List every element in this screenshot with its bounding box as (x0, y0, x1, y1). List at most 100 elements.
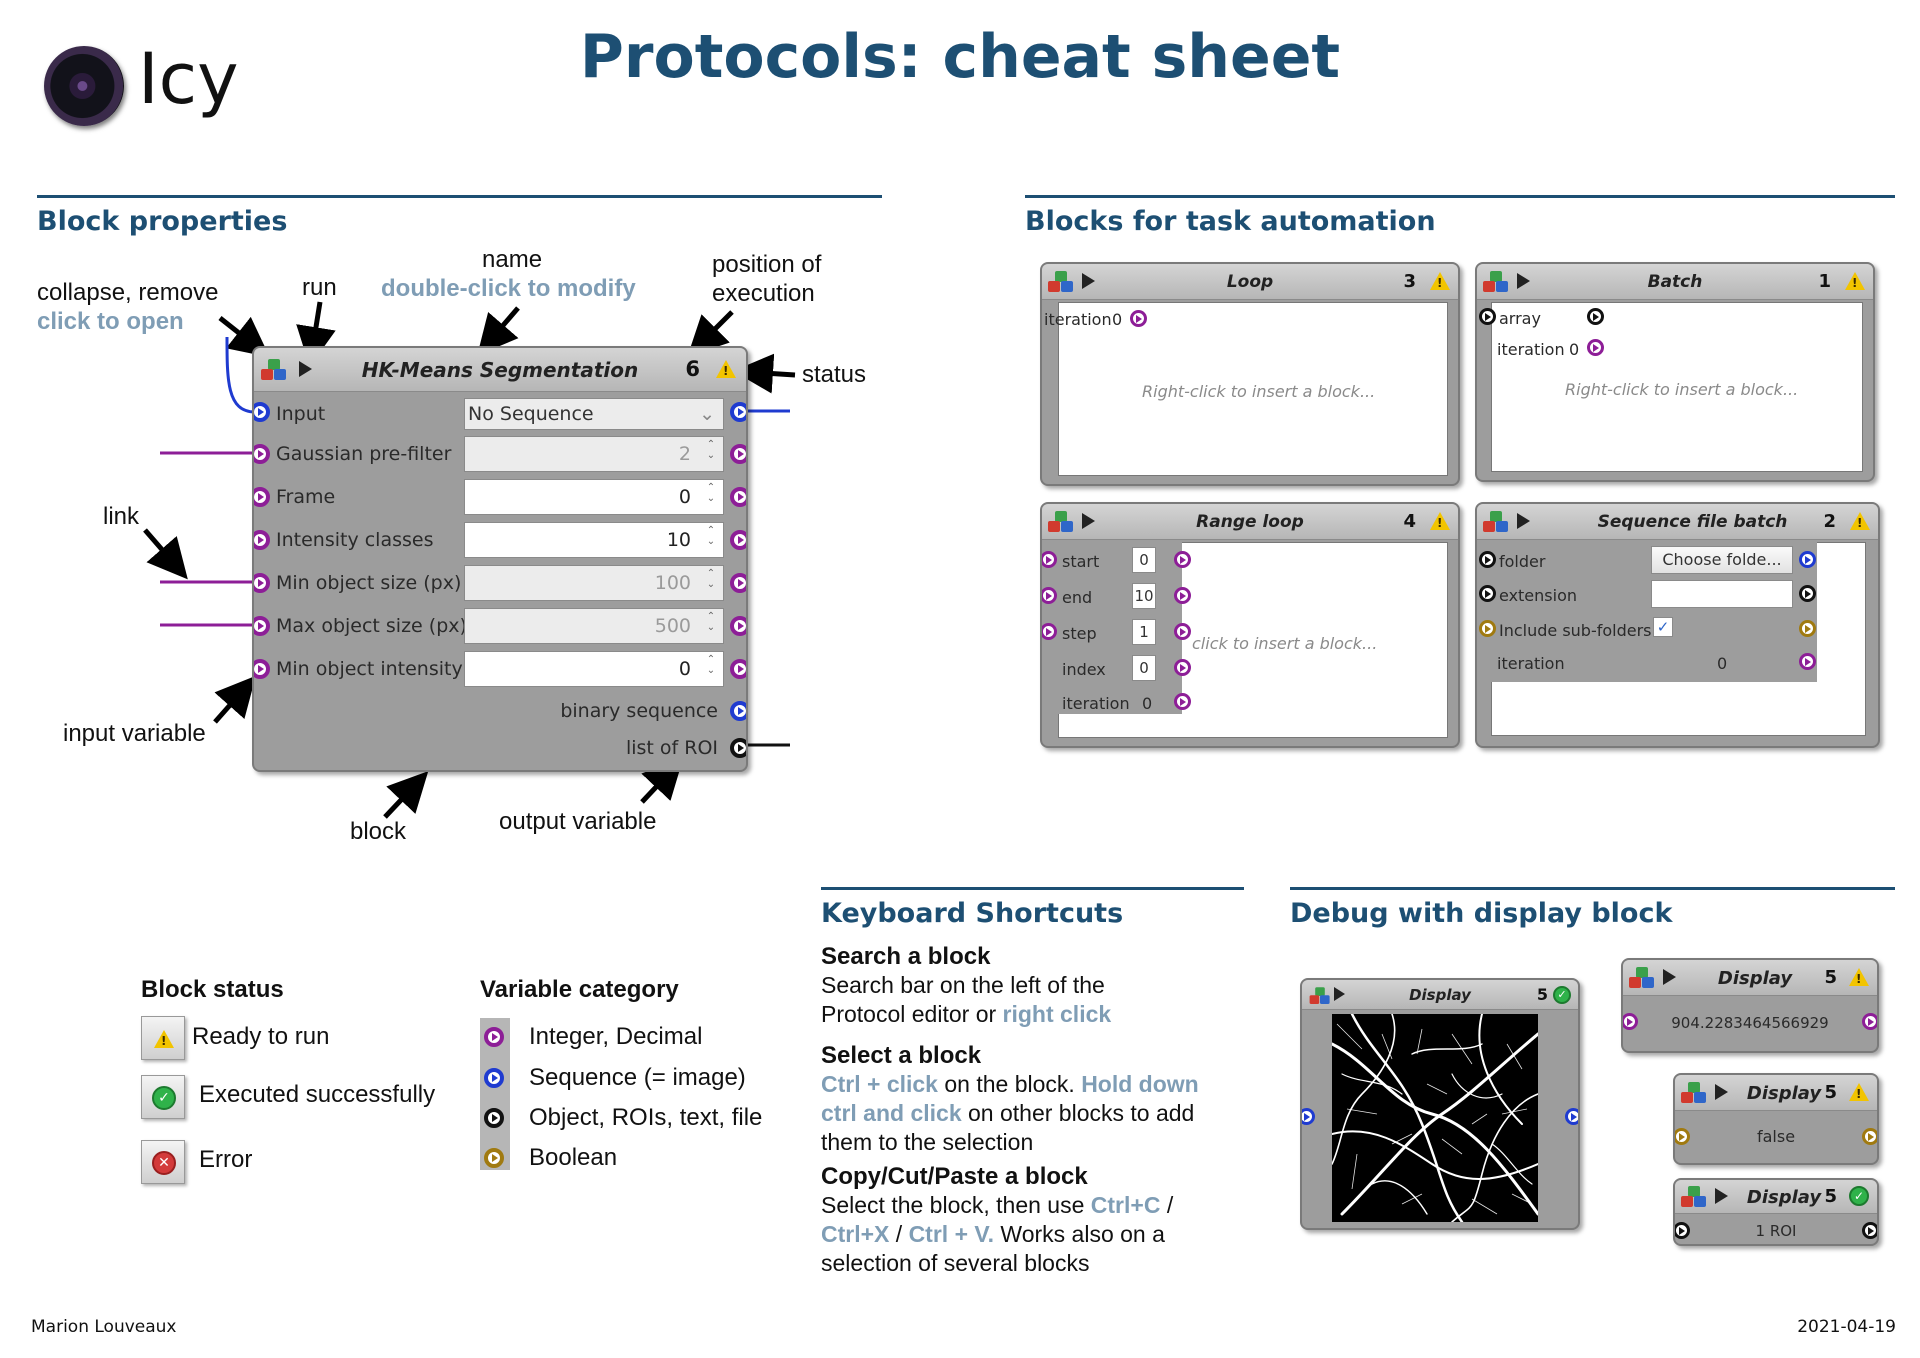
annotation-output-variable: output variable (499, 808, 657, 835)
output-port[interactable] (1862, 1013, 1877, 1030)
input-port[interactable] (1479, 620, 1496, 637)
input-port[interactable] (254, 402, 270, 422)
output-port[interactable] (1799, 551, 1816, 568)
run-icon[interactable] (1517, 513, 1530, 529)
insert-hint: Right-click to insert a block... (1142, 382, 1376, 401)
range-loop-block[interactable]: Range loop 4 ! start 0 end 10 step 1 ind… (1040, 502, 1460, 748)
run-icon[interactable] (1082, 273, 1095, 289)
run-icon[interactable] (299, 361, 312, 377)
collapse-remove-icon[interactable] (1681, 1186, 1707, 1208)
annotation-name: name (482, 246, 543, 273)
run-icon[interactable] (1517, 273, 1530, 289)
value-display-block[interactable]: Display 5 ! 904.2283464566929 (1621, 958, 1879, 1053)
input-port[interactable] (1042, 623, 1057, 640)
output-port[interactable] (1565, 1108, 1578, 1125)
run-icon[interactable] (1715, 1188, 1728, 1204)
output-port[interactable] (730, 444, 746, 464)
collapse-remove-icon[interactable] (1309, 987, 1331, 1005)
output-port[interactable] (730, 738, 746, 758)
stepper-icon[interactable]: ⌃⌄ (706, 568, 716, 590)
stepper-icon[interactable]: ⌃⌄ (706, 482, 716, 504)
output-port[interactable] (1130, 310, 1147, 327)
input-port[interactable] (1479, 551, 1496, 568)
category-boolean: Boolean (529, 1144, 618, 1171)
input-port[interactable] (1479, 308, 1496, 325)
subfolders-checkbox[interactable]: ✓ (1653, 617, 1673, 637)
max-size-field[interactable]: 500⌃⌄ (464, 608, 724, 644)
run-icon[interactable] (1663, 969, 1676, 985)
stepper-icon[interactable]: ⌃⌄ (706, 654, 716, 676)
input-port[interactable] (1675, 1222, 1690, 1239)
output-port[interactable] (1174, 659, 1191, 676)
output-port[interactable] (730, 701, 746, 721)
output-port[interactable] (1799, 585, 1816, 602)
output-port[interactable] (730, 487, 746, 507)
collapse-remove-icon[interactable] (1483, 511, 1509, 533)
output-port[interactable] (1587, 308, 1604, 325)
extension-input[interactable] (1651, 580, 1793, 608)
output-port[interactable] (730, 573, 746, 593)
end-field[interactable]: 10 (1132, 583, 1156, 609)
collapse-remove-icon[interactable] (1048, 511, 1074, 533)
iteration-label: iteration (1062, 694, 1130, 713)
input-port[interactable] (254, 487, 270, 507)
run-icon[interactable] (1334, 987, 1345, 1001)
output-port[interactable] (1174, 551, 1191, 568)
output-port[interactable] (1174, 693, 1191, 710)
block-title[interactable]: HK-Means Segmentation (361, 358, 639, 382)
hk-means-block[interactable]: HK-Means Segmentation 6 ! Input No Seque… (252, 346, 748, 772)
output-port[interactable] (730, 616, 746, 636)
copy-title: Copy/Cut/Paste a block (821, 1163, 1088, 1190)
intensity-classes-field[interactable]: 10⌃⌄ (464, 522, 724, 558)
output-port[interactable] (730, 659, 746, 679)
run-icon[interactable] (1082, 513, 1095, 529)
output-port[interactable] (1799, 620, 1816, 637)
iteration-label: iteration (1497, 340, 1565, 359)
index-field[interactable]: 0 (1132, 655, 1156, 681)
input-port[interactable] (1675, 1128, 1690, 1145)
output-port[interactable] (1862, 1128, 1877, 1145)
input-port[interactable] (1479, 585, 1496, 602)
stepper-icon[interactable]: ⌃⌄ (706, 611, 716, 633)
output-port[interactable] (1174, 587, 1191, 604)
output-port[interactable] (1174, 623, 1191, 640)
output-port[interactable] (730, 402, 746, 422)
collapse-remove-icon[interactable] (1048, 271, 1074, 293)
input-port[interactable] (254, 616, 270, 636)
collapse-remove-icon[interactable] (1629, 967, 1655, 989)
collapse-remove-icon[interactable] (261, 359, 287, 381)
stepper-icon[interactable]: ⌃⌄ (706, 439, 716, 461)
bool-display-block[interactable]: Display 5 ! false (1673, 1073, 1879, 1165)
stepper-icon[interactable]: ⌃⌄ (706, 525, 716, 547)
roi-display-block[interactable]: Display 5 ✓ 1 ROI (1673, 1178, 1879, 1246)
category-object: Object, ROIs, text, file (529, 1104, 763, 1131)
input-port[interactable] (1042, 551, 1057, 568)
step-field[interactable]: 1 (1132, 619, 1156, 645)
collapse-remove-icon[interactable] (1681, 1082, 1707, 1104)
start-field[interactable]: 0 (1132, 547, 1156, 573)
block-status-title: Block status (141, 976, 284, 1003)
choose-folder-button[interactable]: Choose folde... (1651, 546, 1793, 574)
input-port[interactable] (254, 573, 270, 593)
output-port[interactable] (1862, 1222, 1877, 1239)
output-port[interactable] (1799, 653, 1816, 670)
input-port[interactable] (254, 444, 270, 464)
image-display-block[interactable]: Display 5 ✓ (1300, 978, 1580, 1230)
output-port[interactable] (730, 530, 746, 550)
input-port[interactable] (254, 530, 270, 550)
input-port[interactable] (254, 659, 270, 679)
input-port[interactable] (1042, 587, 1057, 604)
frame-field[interactable]: 0⌃⌄ (464, 479, 724, 515)
min-size-field[interactable]: 100⌃⌄ (464, 565, 724, 601)
batch-block[interactable]: Batch 1 ! array iteration 0 Right-click … (1475, 262, 1875, 482)
input-port[interactable] (1623, 1013, 1638, 1030)
loop-block[interactable]: Loop 3 ! iteration 0 Right-click to inse… (1040, 262, 1460, 486)
gaussian-field[interactable]: 2⌃⌄ (464, 436, 724, 472)
min-intensity-field[interactable]: 0⌃⌄ (464, 651, 724, 687)
run-icon[interactable] (1715, 1084, 1728, 1100)
collapse-remove-icon[interactable] (1483, 271, 1509, 293)
input-port[interactable] (1302, 1108, 1315, 1125)
sequence-file-batch-block[interactable]: Sequence file batch 2 ! folder Choose fo… (1475, 502, 1880, 748)
input-select[interactable]: No Sequence ⌄ (464, 398, 724, 430)
output-port[interactable] (1587, 339, 1604, 356)
